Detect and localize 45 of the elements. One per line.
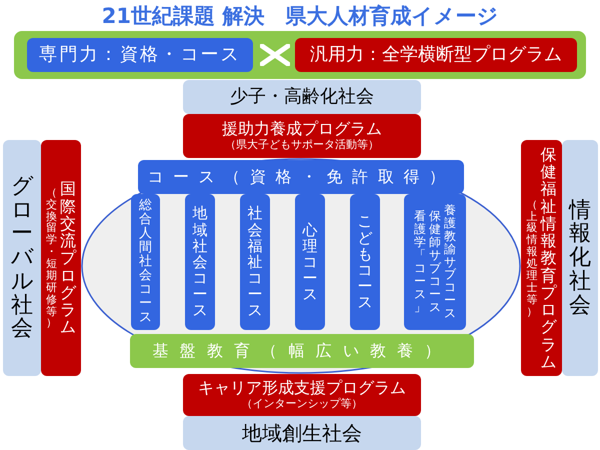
box-title: グローバル社会 <box>11 174 33 342</box>
box-title: 国際交流プログラム <box>60 180 76 336</box>
course-box <box>240 194 270 330</box>
program-box <box>183 114 421 158</box>
ellipse-area <box>81 158 521 374</box>
box-title: 総合人間社会コース <box>139 198 152 326</box>
course-box <box>185 194 215 330</box>
program-box <box>295 38 577 72</box>
society-box <box>183 416 421 450</box>
course-label: 保健師サブコース <box>429 210 441 314</box>
society-box <box>183 80 421 114</box>
box-title: キャリア形成支援プログラム <box>198 379 406 398</box>
box-title: 社会福祉コース <box>248 205 262 319</box>
box-title: 少子・高齢化社会 <box>230 86 374 108</box>
box-subtitle: （上級情報処理士等） <box>526 198 538 318</box>
course-box <box>131 194 160 330</box>
course-header <box>138 160 464 194</box>
box-title: コース（資格・免許取得） <box>147 168 455 186</box>
box-title: 汎用力：全学横断型プログラム <box>310 44 562 66</box>
society-band <box>562 140 598 376</box>
program-band <box>41 140 81 376</box>
box-title: 専門力：資格・コース <box>39 44 241 66</box>
foundation-box <box>130 334 474 368</box>
box-title: 情報化社会 <box>569 198 591 318</box>
box-subtitle: （県大子どもサポータ活動等） <box>225 138 379 152</box>
society-band <box>3 140 41 376</box>
program-box <box>183 374 421 416</box>
course-box <box>404 194 466 330</box>
program-band <box>521 140 562 376</box>
box-subtitle: （インターンシップ等） <box>242 398 362 411</box>
box-title: 地域社会コース <box>192 205 208 319</box>
box-title: 援助力養成プログラム <box>222 120 382 139</box>
box-title: 保健福祉情報教育プログラム <box>540 146 556 370</box>
course-box <box>350 194 380 330</box>
box-title: 心理コース <box>302 222 318 302</box>
program-bar <box>14 31 586 79</box>
skill-box <box>27 38 253 72</box>
title: 21世紀課題 解決 県大人材育成イメージ <box>100 3 500 30</box>
course-label: 看護学「コース」 <box>414 210 426 314</box>
course-label: 養護教諭サブコース <box>444 204 456 320</box>
box-title: こどもコース <box>358 213 372 311</box>
box-subtitle: （交換留学・短期研修等） <box>46 186 57 330</box>
box-title: 基盤教育（幅広い教養） <box>152 342 452 360</box>
box-title: 地域創生社会 <box>242 422 362 444</box>
course-box <box>295 194 325 330</box>
